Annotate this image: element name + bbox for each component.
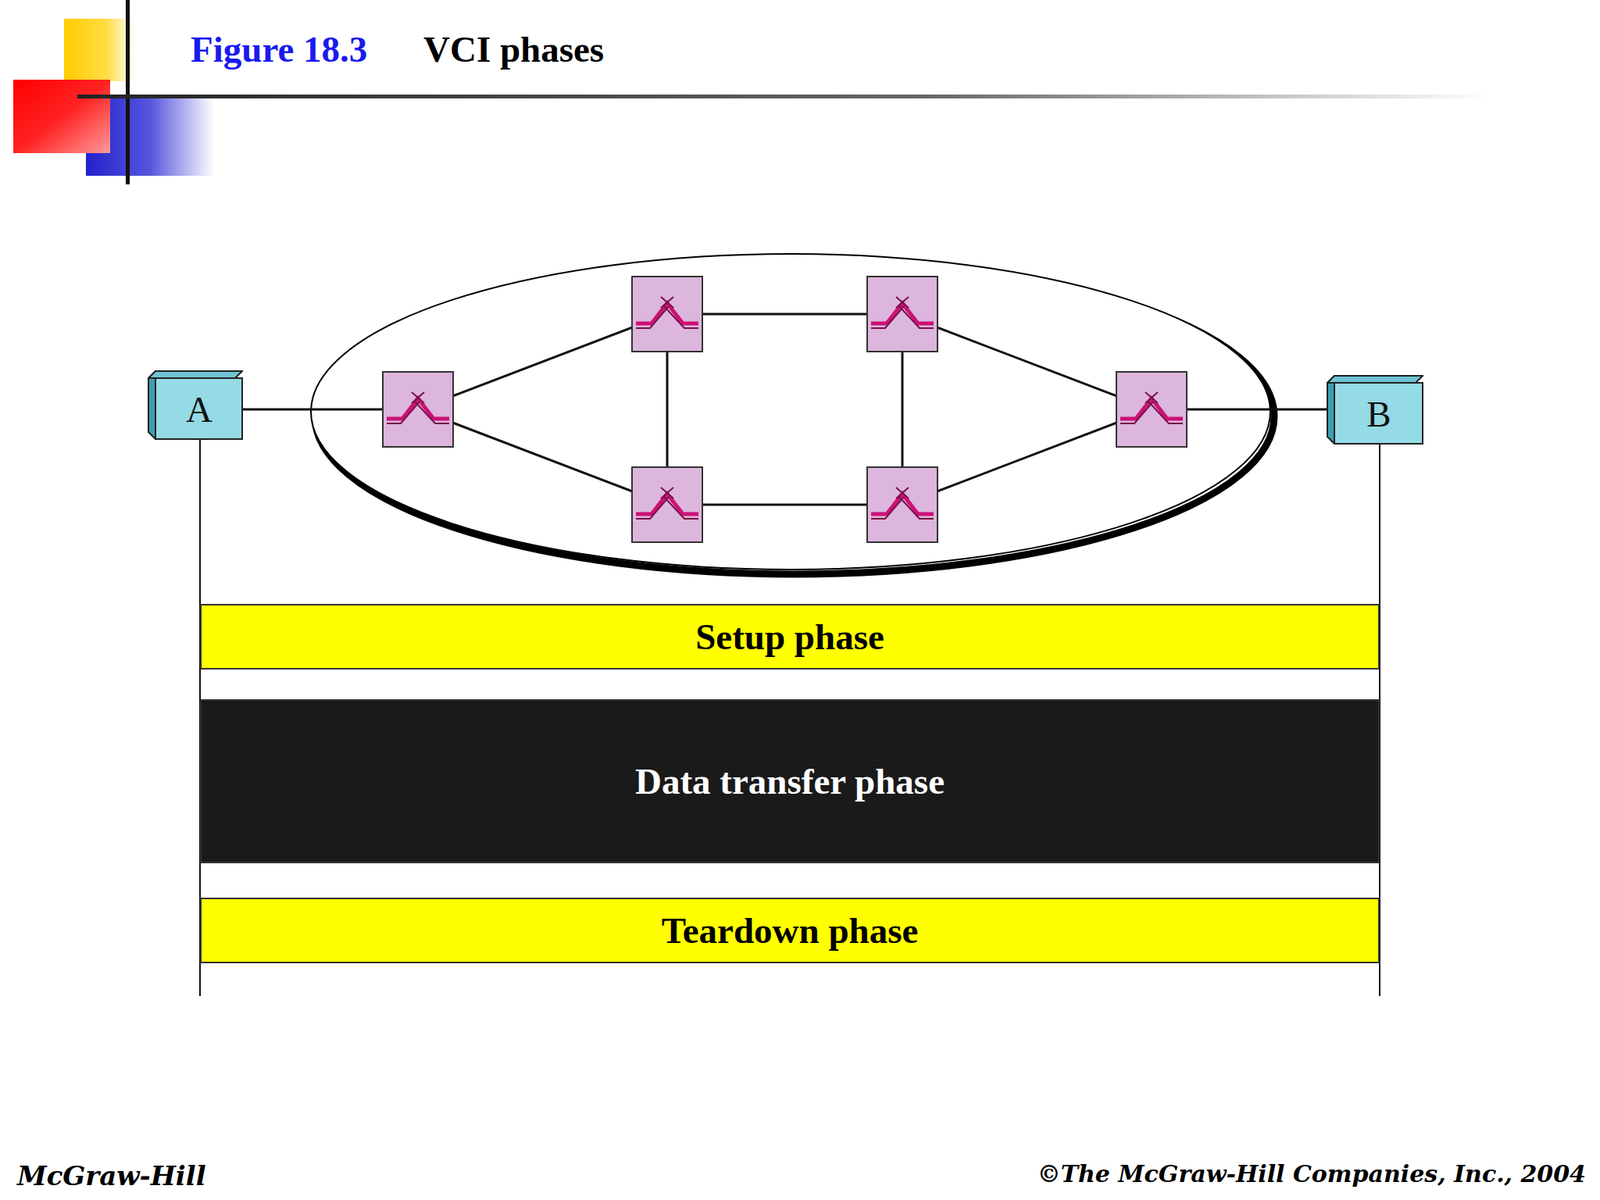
footer-copyright: ©The McGraw-Hill Companies, Inc., 2004 (1037, 1160, 1586, 1188)
switch-symbol (632, 276, 703, 352)
host-station: A (147, 370, 243, 440)
phase-band: Data transfer phase (200, 699, 1380, 864)
network-links (242, 314, 1327, 505)
switch-symbols (382, 276, 1187, 543)
phase-label: Teardown phase (661, 909, 919, 952)
footer-publisher: McGraw-Hill (17, 1160, 207, 1192)
phase-label: Setup phase (695, 615, 885, 658)
figure-number: Figure 18.3 (190, 28, 368, 71)
switch-symbol (632, 467, 703, 543)
host-station: B (1326, 375, 1424, 445)
phase-band: Setup phase (200, 603, 1380, 670)
host-label: B (1366, 392, 1391, 436)
phase-band: Teardown phase (200, 897, 1380, 964)
switch-symbol (867, 276, 938, 352)
corner-decoration (13, 0, 1492, 185)
figure-title: VCI phases (423, 28, 604, 71)
switch-symbol (1116, 371, 1187, 447)
switch-symbol (382, 371, 454, 447)
timeline-lines (200, 439, 1380, 997)
network-cloud (310, 253, 1275, 575)
host-label: A (185, 388, 213, 431)
switch-symbol (867, 467, 938, 543)
phase-label: Data transfer phase (635, 760, 945, 803)
